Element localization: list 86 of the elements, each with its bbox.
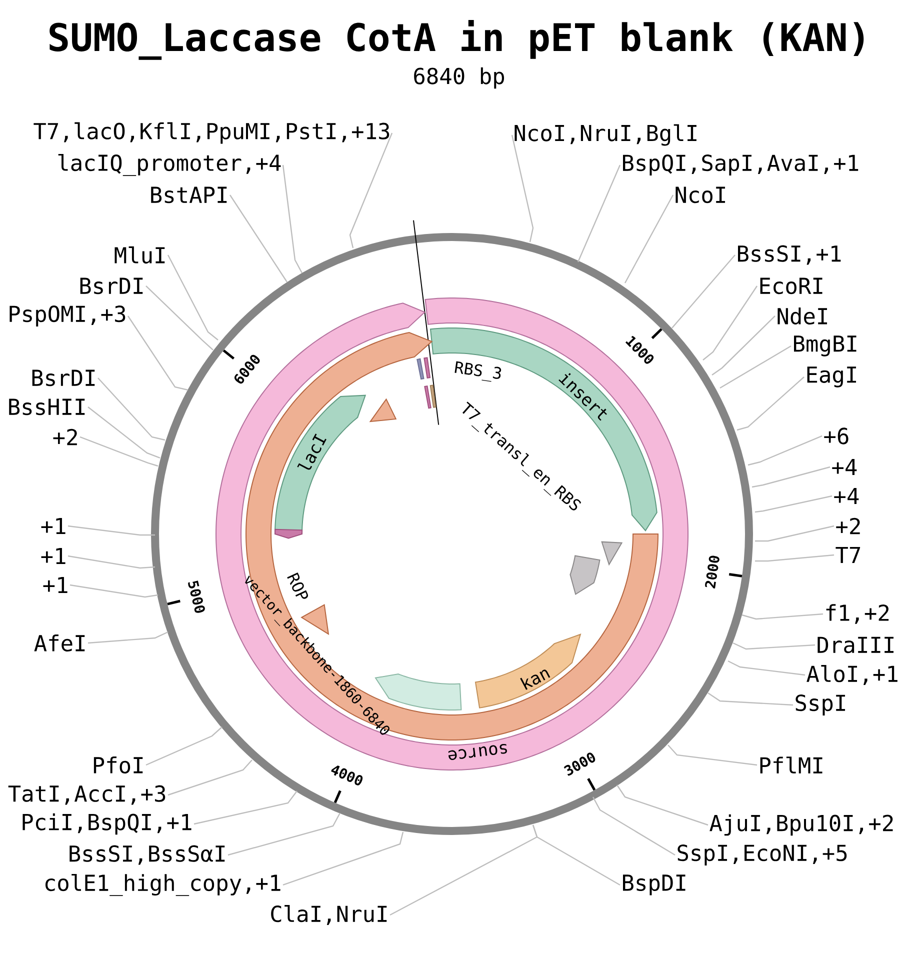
leader-line (70, 584, 158, 598)
site-label: ClaI,NruI (271, 905, 387, 925)
site-label: PflMI (760, 756, 822, 774)
leader-line (230, 194, 288, 282)
leader-line (349, 132, 393, 248)
site-label: DraIII (818, 636, 894, 654)
leader-line (511, 134, 534, 242)
leader-line (282, 164, 303, 274)
site-label: EcoRI (760, 278, 822, 294)
site-label: PspOMI,+3 (10, 306, 126, 326)
site-label: SspI,EcoNI,+5 (678, 844, 847, 866)
site-label: f1,+2 (826, 604, 889, 624)
leader-line (728, 660, 806, 676)
site-label: lacIQ_promoter,+4 (58, 154, 281, 176)
leader-line (755, 525, 834, 542)
leader-line (88, 631, 168, 644)
leader-line (668, 744, 758, 766)
site-label: +1 (41, 548, 66, 564)
leader-line (708, 692, 794, 706)
site-label: BssSI,BssSαI (70, 845, 225, 865)
site-label: BstAPI (151, 186, 227, 204)
leader-line (128, 316, 188, 391)
site-label: +4 (834, 488, 859, 504)
leader-line (592, 796, 676, 856)
leader-line (616, 784, 708, 826)
site-label: NdeI (778, 307, 828, 324)
site-label: NcoI (676, 186, 726, 204)
leader-line (167, 254, 218, 340)
leader-line (88, 406, 160, 459)
site-label: BssHII (9, 398, 85, 416)
site-label: AloI,+1 (806, 665, 898, 685)
site-label: NcoI,NruI,BglI (514, 124, 696, 146)
feature-band (274, 528, 303, 539)
leader-line (282, 832, 404, 886)
node-label: RBS_3 (454, 361, 502, 382)
leader-line (732, 642, 816, 650)
leader-line (146, 726, 222, 766)
leader-line (736, 376, 804, 431)
site-label: EagI (807, 366, 856, 388)
site-label: PciI,BspQI,+1 (22, 813, 192, 835)
leader-line (68, 525, 155, 536)
tick-label: 5000 (188, 580, 205, 613)
leader-line (720, 345, 792, 388)
leader-line (755, 554, 834, 562)
leader-line (748, 435, 822, 466)
site-label: +4 (832, 458, 857, 475)
site-label: BsrDI (80, 278, 143, 294)
leader-line (672, 254, 736, 328)
leader-line (98, 378, 166, 441)
leader-line (752, 466, 830, 488)
leader-line (712, 316, 776, 376)
leader-line (228, 812, 341, 856)
leader-line (742, 613, 824, 620)
site-label: AfeI (34, 634, 85, 652)
leader-line (194, 790, 298, 825)
tick-label: 2000 (705, 556, 720, 588)
leader-line (68, 555, 156, 569)
site-label: T7 (836, 546, 860, 563)
feature-band (570, 555, 600, 596)
site-label: AjuI,Bpu10I,+2 (710, 814, 893, 836)
site-label: +2 (836, 518, 860, 534)
leader-line (532, 824, 620, 886)
site-label: colE1_high_copy,+1 (46, 874, 280, 896)
subtitle: 6840 bp (414, 67, 504, 89)
site-label: SspI (796, 694, 846, 716)
leader-line (146, 286, 214, 350)
leader-line (80, 436, 158, 467)
site-label: TatI,AccI,+3 (8, 785, 166, 805)
leader-line (577, 164, 621, 262)
site-label: BmgBI (794, 336, 856, 356)
site-label: +1 (41, 518, 66, 534)
site-label: BsrDI (32, 370, 95, 386)
title: SUMO_Laccase CotA in pET blank (KAN) (50, 20, 864, 60)
site-label: T7,lacO,KflI,PpuMI,PstI,+13 (34, 122, 390, 144)
site-label: BssSI,+1 (738, 245, 841, 265)
site-label: BspDI (623, 874, 686, 896)
site-label: PfoI (94, 756, 143, 774)
site-label: +1 (43, 576, 68, 593)
leader-line (624, 194, 674, 284)
site-label: MluI (114, 246, 165, 264)
leader-line (754, 495, 832, 513)
leader-line (702, 286, 758, 360)
site-label: +6 (824, 428, 848, 444)
site-label: +2 (53, 428, 77, 446)
site-label: BspQI,SapI,AvaI,+1 (623, 154, 858, 176)
leader-line (168, 760, 252, 796)
